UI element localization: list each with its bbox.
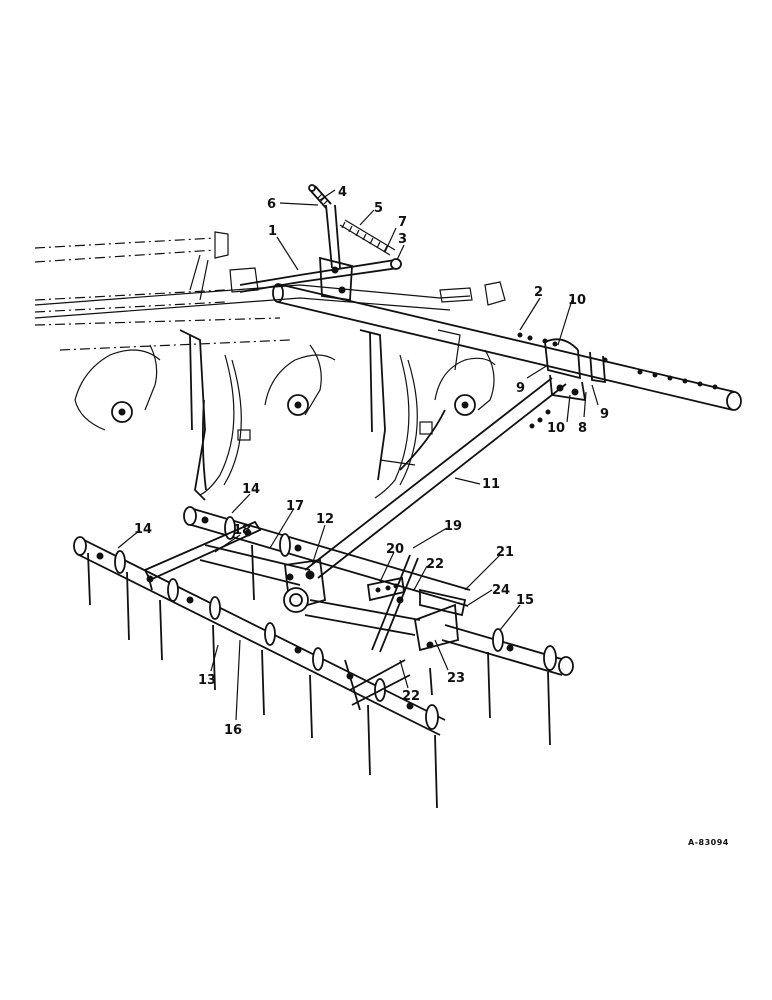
callout-9a: 9 <box>516 381 525 396</box>
callout-24: 24 <box>492 583 510 598</box>
callout-19: 19 <box>444 519 462 534</box>
tooth-bar-right <box>441 624 574 676</box>
callout-21: 21 <box>496 545 514 560</box>
callouts: 1 2 3 4 5 6 7 8 9 9 10 10 11 12 13 14 14… <box>134 185 729 847</box>
callout-18: 18 <box>233 523 251 538</box>
connecting-tubes <box>199 544 421 636</box>
callout-9b: 9 <box>600 407 609 422</box>
callout-8: 8 <box>578 421 587 436</box>
callout-10b: 10 <box>547 421 565 436</box>
drawbar <box>304 377 567 579</box>
callout-22-upper: 22 <box>426 557 444 572</box>
callout-5: 5 <box>374 201 383 216</box>
cultivator-shanks <box>74 329 496 501</box>
cultivator-frame-phantom <box>34 231 506 351</box>
callout-1: 1 <box>268 224 277 239</box>
main-tube <box>272 283 742 411</box>
lever-spring-assembly <box>239 184 402 302</box>
coupler <box>283 558 326 613</box>
callout-16: 16 <box>224 723 242 738</box>
adjusting-lever <box>344 554 467 711</box>
callout-14-left: 14 <box>134 522 152 537</box>
callout-23: 23 <box>447 671 465 686</box>
callout-2: 2 <box>534 285 543 300</box>
callout-14-upper: 14 <box>242 482 260 497</box>
callout-7: 7 <box>398 215 407 230</box>
callout-15: 15 <box>516 593 534 608</box>
left-frame-bracket <box>143 520 262 591</box>
callout-12: 12 <box>316 512 334 527</box>
callout-17: 17 <box>286 499 304 514</box>
tooth-bar-rear <box>183 506 471 607</box>
callout-6: 6 <box>267 197 276 212</box>
callout-13: 13 <box>198 673 216 688</box>
spring-teeth <box>87 544 551 809</box>
callout-3: 3 <box>398 232 407 247</box>
drawing-id: A-83094 <box>688 838 729 847</box>
leader-lines <box>117 189 599 721</box>
callout-11: 11 <box>482 477 500 492</box>
callout-10a: 10 <box>568 293 586 308</box>
callout-4: 4 <box>338 185 347 200</box>
callout-22-lower: 22 <box>402 689 420 704</box>
callout-20: 20 <box>386 542 404 557</box>
